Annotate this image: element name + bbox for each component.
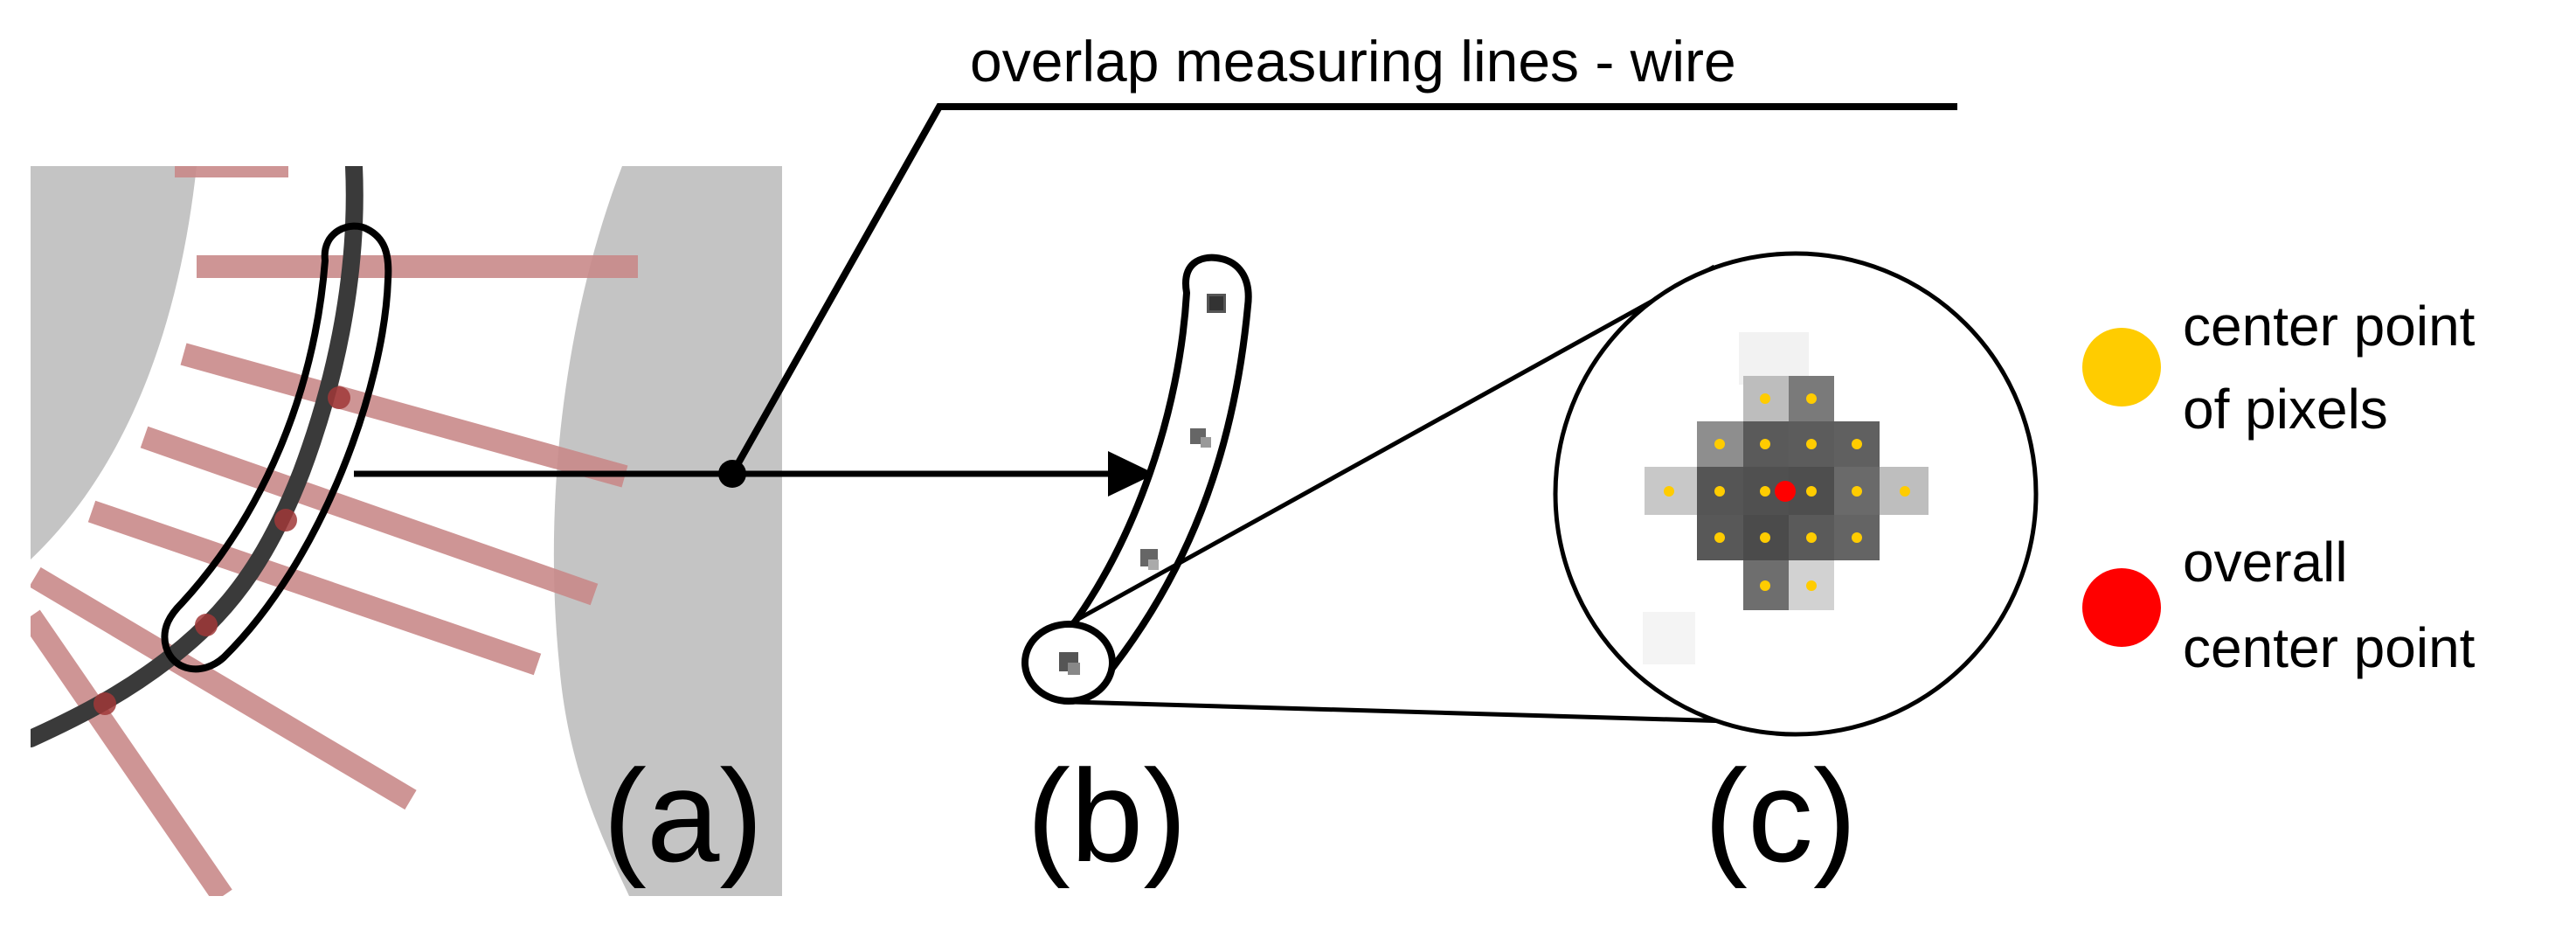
callout-line bbox=[729, 103, 1957, 476]
panel-c-label: (c) bbox=[1704, 742, 1857, 889]
panel-a-image bbox=[31, 166, 782, 896]
zoom-line-bottom bbox=[1071, 699, 1731, 724]
measuring-line bbox=[140, 426, 599, 606]
overall-center-point bbox=[1775, 481, 1796, 502]
intersection-marks bbox=[93, 386, 350, 715]
measuring-lines bbox=[31, 166, 638, 896]
figure-title: overlap measuring lines - wire bbox=[970, 29, 1736, 94]
legend-item-1-line1: center point bbox=[2183, 295, 2476, 358]
measuring-line bbox=[31, 566, 417, 810]
measuring-line bbox=[87, 500, 542, 676]
red-dot-icon bbox=[2082, 568, 2161, 647]
yellow-dot-icon bbox=[2082, 328, 2161, 406]
legend: center point of pixels overall center po… bbox=[2082, 295, 2476, 679]
junction-dot bbox=[718, 460, 746, 488]
measuring-line bbox=[180, 343, 628, 488]
capsule-outline-a bbox=[161, 222, 392, 673]
pixel-center-points bbox=[1664, 393, 1910, 591]
white-corridor bbox=[31, 166, 629, 896]
zoom-circle-outline bbox=[1553, 251, 2039, 737]
zoom-line-top bbox=[1070, 264, 1716, 625]
panel-a-label: (a) bbox=[603, 742, 763, 889]
panel-b-label: (b) bbox=[1027, 742, 1187, 889]
pixel-grid bbox=[1643, 332, 1929, 664]
zoom-circle bbox=[1553, 251, 2039, 737]
legend-item-2-line2: center point bbox=[2183, 616, 2476, 679]
measuring-line bbox=[31, 609, 232, 896]
arrow-head bbox=[1108, 451, 1155, 497]
legend-item-1-line2: of pixels bbox=[2183, 378, 2388, 441]
pixel-clusters bbox=[1059, 294, 1226, 675]
legend-item-2-line1: overall bbox=[2183, 531, 2348, 594]
wire bbox=[31, 166, 364, 747]
